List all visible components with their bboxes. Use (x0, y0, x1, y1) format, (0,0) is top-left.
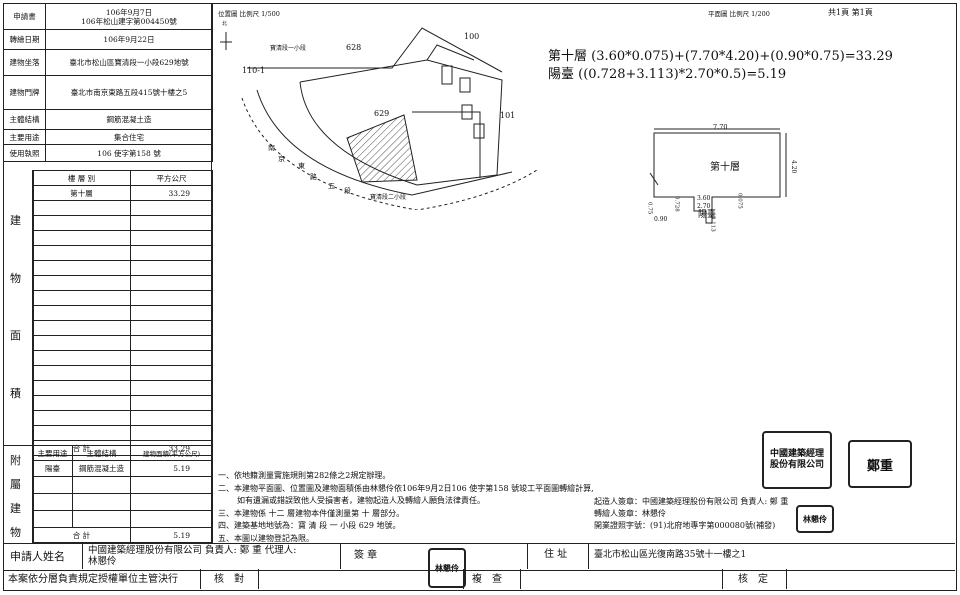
side-char: 積 (10, 387, 21, 400)
road-char: 南 (268, 144, 275, 152)
license-number: 開業證照字號：(91)北府地專字第000080號(補發) (594, 521, 776, 530)
seal-label: 簽 章 (354, 550, 378, 561)
area-floor: 第十層 (32, 185, 131, 201)
header-label: 轉繪日期 (3, 29, 46, 50)
road-label-upper: 寶清段一小段 (270, 45, 307, 52)
lot-label: 629 (374, 109, 390, 118)
representative-seal-text: 鄭重 (866, 458, 893, 474)
road-label-lower: 寶清段二小段 (370, 194, 407, 201)
side-char: 建 (10, 502, 21, 515)
area-formula-balcony: 陽臺 ((0.728+3.113)*2.70*0.5)=5.19 (548, 67, 787, 82)
header-label: 主要用途 (3, 129, 46, 145)
note-line: 三、本建物係 十二 層建物本件僅測量第 十 層部分。 (218, 508, 405, 518)
side-char: 建 (10, 214, 21, 227)
notes-block: 一、依地籍測量實施規則第282條之2規定辦理。 二、本建物平面圖、位置圖及建物面… (218, 470, 594, 545)
area-formula-floor: 第十層 (3.60*0.075)+(7.70*4.20)+(0.90*0.75)… (548, 49, 893, 64)
dim-0728: 0.728 (673, 196, 680, 212)
note-line: 二、本建物平面圖、位置圖及建物面積係由林懇伶依106年9月2日106 使字第15… (218, 483, 594, 493)
drafter-seal: 林懇伶 (796, 505, 834, 533)
footer-row-1 (3, 543, 955, 571)
header-label: 申請書 (3, 3, 46, 30)
dim-090: 0.90 (654, 216, 668, 223)
review-field: 複 查 (472, 574, 502, 585)
room-label: 第十層 (710, 162, 740, 173)
header-label: 使用執照 (3, 144, 46, 162)
lot-label: 100 (464, 32, 480, 41)
main-area-table: 樓 層 別 平方公尺 第十層 33.29 合 計 33.29 (32, 170, 213, 456)
side-char: 屬 (10, 478, 21, 491)
applicant-label: 申請人姓名 (10, 550, 65, 563)
road-char: 路 (310, 173, 317, 181)
annex-use: 陽臺 (32, 460, 73, 477)
drafter-signature: 轉繪人簽章：林懇伶 (594, 509, 666, 518)
lot-label: 101 (500, 111, 516, 120)
address-value: 臺北市松山區光復南路35號十一樓之1 (594, 550, 747, 560)
representative-seal: 鄭重 (848, 440, 912, 488)
annex-total-label: 合 計 (32, 527, 131, 543)
dim-360: 3.60 (697, 195, 711, 202)
authorization-note: 本案依分層負責規定授權單位主管決行 (8, 574, 178, 585)
road-char: 五 (328, 182, 335, 190)
address-label: 住 址 (544, 549, 568, 560)
floor-plan-scale: 平面圖 比例尺 1/200 (708, 10, 770, 18)
floor-plan-drawing (649, 128, 787, 224)
annex-table: 主要用途 主體結構 建物面積(平方公尺) 陽臺 鋼筋混凝土造 5.19 合 計 … (32, 445, 213, 543)
note-line: 一、依地籍測量實施規則第282條之2規定辦理。 (218, 471, 391, 480)
col-header: 樓 層 別 (32, 170, 131, 186)
company-seal-text: 中國建築經理股份有限公司 (769, 449, 824, 470)
annex-col-header: 建物面積(平方公尺) (130, 445, 213, 461)
header-label: 建物門牌 (3, 75, 46, 110)
annex-structure: 鋼筋混凝土造 (72, 460, 131, 477)
header-value: 鋼筋混凝土造 (45, 109, 213, 130)
dim-075a: 0.75 (646, 202, 653, 215)
north-label: 北 (222, 21, 228, 27)
note-line: 如有遺漏或錯誤致他人受損害者，建物起造人及轉繪人願負法律責任。 (237, 496, 485, 505)
header-value: 臺北市松山區寶清段一小段629地號 (45, 49, 213, 76)
note-line: 五、本圖以建物登記為限。 (218, 533, 314, 543)
check-field: 核 對 (214, 574, 244, 585)
applicant-seal: 林懇伶 (428, 548, 466, 588)
applicant-value: 中國建築經理股份有限公司 負責人: 鄭 重 代理人: 林懇伶 (88, 545, 297, 567)
annex-total-value: 5.19 (130, 527, 213, 543)
applicant-seal-text: 林懇伶 (435, 562, 459, 573)
header-value: 106年9月22日 (45, 29, 213, 50)
header-label: 主體結構 (3, 109, 46, 130)
annex-area: 5.19 (130, 460, 213, 477)
dim-top: 7.70 (713, 123, 728, 131)
builder-signature: 起造人簽章：中國建築經理股份有限公司 負責人: 鄭 重 (594, 497, 789, 506)
drafter-seal-text: 林懇伶 (803, 513, 827, 524)
dim-3113: 3.113 (709, 216, 716, 232)
header-value: 106年9月7日 106年松山建字第004450號 (45, 3, 213, 30)
note-line: 四、建築基地地號為：寶 清 段 一 小段 629 地號。 (218, 521, 401, 530)
site-plan-drawing (220, 27, 538, 210)
lot-label: 110-1 (242, 66, 266, 75)
header-value: 106 使字第158 號 (45, 144, 213, 162)
annex-col-header: 主體結構 (72, 445, 131, 461)
road-char: 京 (278, 155, 285, 163)
road-char: 東 (298, 162, 305, 170)
header-value: 臺北市南京東路五段415號十樓之5 (45, 75, 213, 110)
dim-right: 4.20 (790, 160, 797, 174)
page-count: 共1頁 第1頁 (828, 8, 873, 17)
side-char: 物 (10, 272, 21, 285)
side-char: 附 (10, 454, 21, 467)
dim-270: 2.70 (697, 203, 711, 210)
site-plan-title: 位置圖 比例尺 1/500 (218, 10, 280, 18)
approve-field: 核 定 (738, 574, 768, 585)
road-char: 段 (344, 187, 351, 195)
lot-label: 628 (346, 43, 362, 52)
company-seal: 中國建築經理股份有限公司 (762, 431, 832, 489)
side-char: 物 (10, 526, 21, 539)
header-value: 集合住宅 (45, 129, 213, 145)
col-header: 平方公尺 (130, 170, 213, 186)
header-label: 建物坐落 (3, 49, 46, 76)
balcony-label: 陽臺 (698, 210, 717, 220)
dim-075b: 0.075 (736, 193, 743, 209)
side-char: 面 (10, 329, 21, 342)
annex-col-header: 主要用途 (32, 445, 73, 461)
area-value: 33.29 (130, 185, 213, 201)
